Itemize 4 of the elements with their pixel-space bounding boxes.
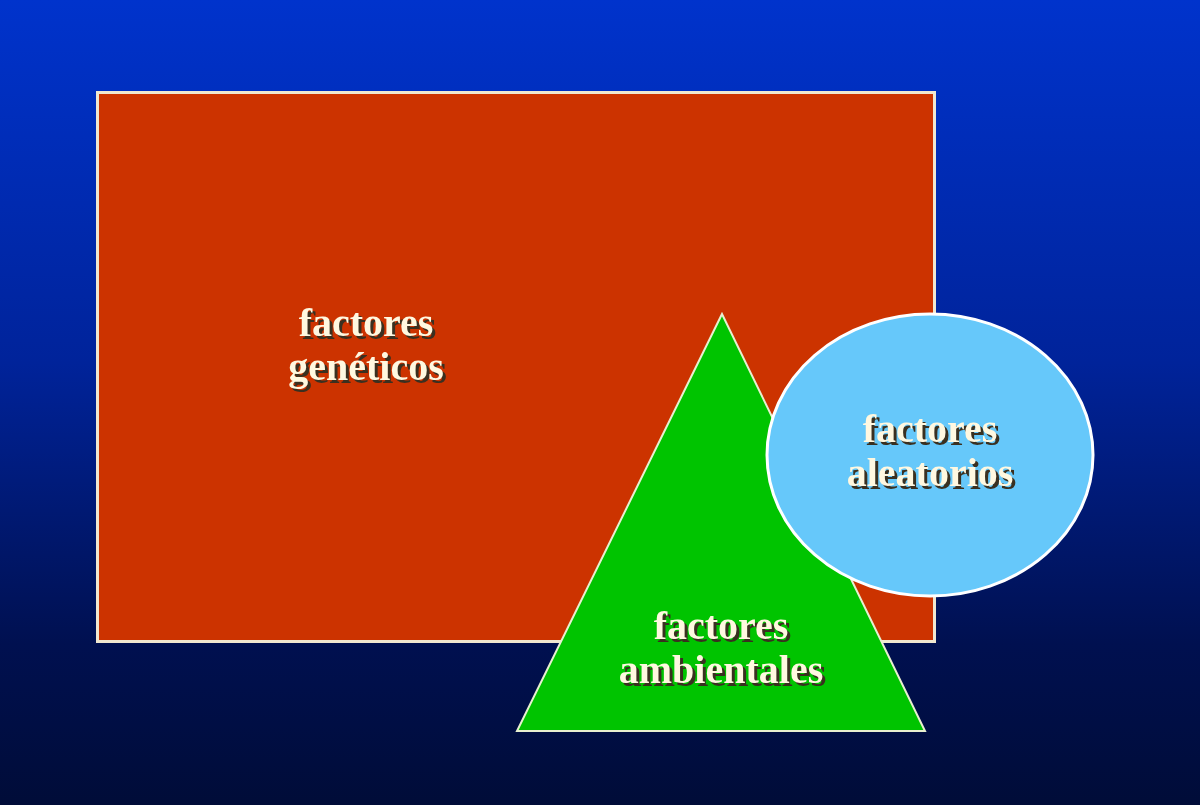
shape-label: factores aleatorios <box>845 407 1015 495</box>
ellipse-shape <box>765 312 1095 598</box>
shape-label: factores ambientales <box>617 604 825 692</box>
shape-label: factores genéticos <box>287 301 445 389</box>
